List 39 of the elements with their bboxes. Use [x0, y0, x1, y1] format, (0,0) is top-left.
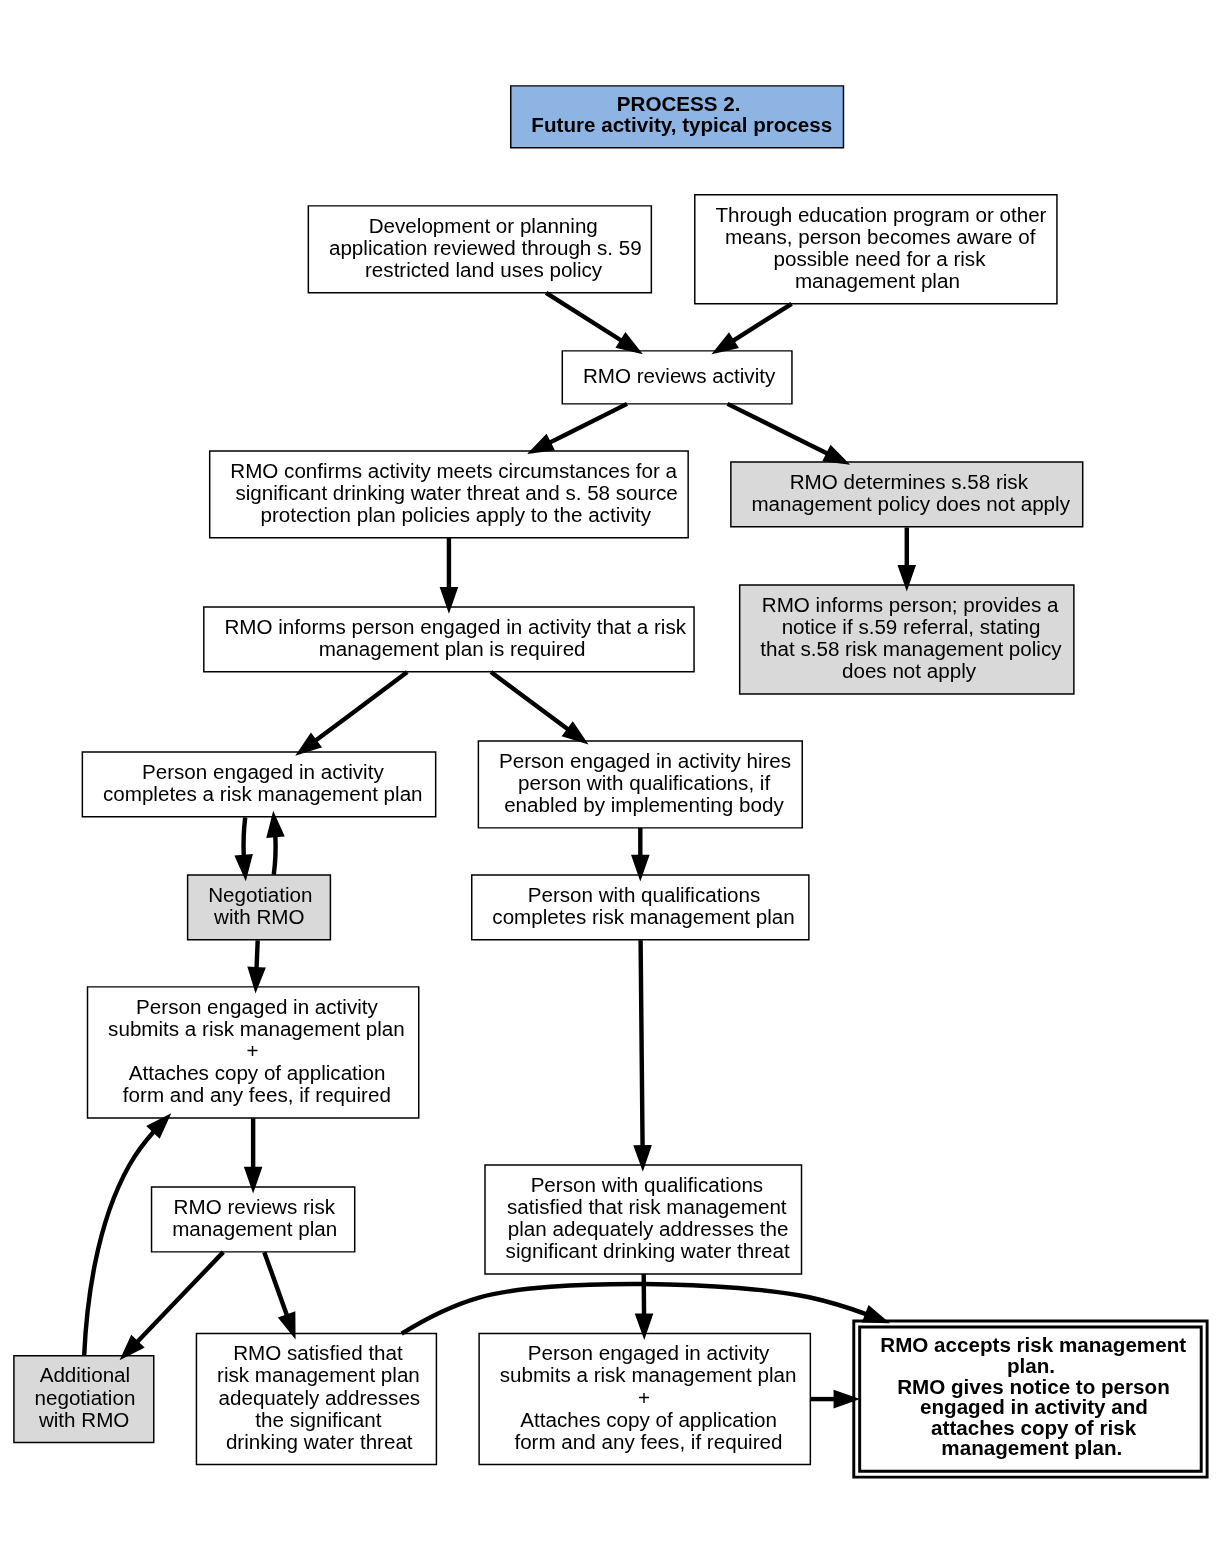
arrow	[82, 1112, 172, 1355]
arrow	[119, 1250, 225, 1360]
arrow	[295, 669, 409, 756]
arrow	[489, 669, 589, 745]
arrow	[634, 1273, 654, 1340]
node-box: RMO accepts risk management plan. RMO gives notice to person engaged in activity and attaches copy of risk management plan.	[852, 1319, 1209, 1479]
arrow	[527, 401, 629, 454]
node-box: Through education program or other means, person becomes aware of possible need for a risk management plan	[694, 193, 1058, 304]
arrow	[400, 1281, 890, 1335]
node-box: RMO informs person engaged in activity that a risk management plan is required	[203, 605, 695, 673]
arrow	[726, 401, 851, 465]
node-box: PROCESS 2. Future activity, typical process	[510, 84, 845, 148]
node-box: Person engaged in activity submits a risk management plan + Attaches copy of application form and any fees, if required	[86, 985, 420, 1119]
node-box: RMO informs person; provides a notice if s.59 referral, stating that s.58 risk management policy does not apply	[738, 583, 1075, 695]
arrow	[711, 301, 793, 354]
arrow	[247, 939, 266, 994]
arrow	[810, 1389, 861, 1408]
node-box: Development or planning application reviewed through s. 59 restricted land uses policy	[307, 204, 653, 293]
node-box: RMO reviews risk management plan	[150, 1185, 356, 1253]
node-box: Person engaged in activity completes a risk management plan	[81, 750, 437, 818]
node-box: Person engaged in activity submits a risk management plan + Attaches copy of application form and any fees, if required	[478, 1332, 812, 1465]
node-box: RMO determines s.58 risk management policy does not apply	[730, 460, 1084, 528]
arrow	[633, 939, 652, 1172]
node-box: RMO satisfied that risk management plan adequately addresses the significant drinking water threat	[195, 1332, 438, 1465]
arrow	[243, 1117, 263, 1193]
arrow	[631, 827, 650, 881]
arrow	[266, 810, 285, 875]
node-box: RMO reviews activity	[561, 349, 793, 405]
arrow	[439, 537, 459, 614]
arrow	[262, 1250, 296, 1339]
node-box: Person with qualifications satisfied that risk management plan adequately addresses the significant drinking water threat	[484, 1163, 803, 1275]
node-box: Person engaged in activity hires person with qualifications, if enabled by implementing body	[477, 739, 803, 829]
arrow	[544, 290, 643, 354]
node-box: Person with qualifications completes risk management plan	[471, 873, 810, 940]
arrow	[234, 816, 253, 881]
node-box: Additional negotiation with RMO	[13, 1354, 155, 1443]
arrow	[897, 526, 917, 591]
node-box: Negotiation with RMO	[186, 873, 332, 940]
node-box: RMO confirms activity meets circumstances for a significant drinking water threat and s. 58 source protection plan policies apply to the activity	[208, 449, 689, 539]
